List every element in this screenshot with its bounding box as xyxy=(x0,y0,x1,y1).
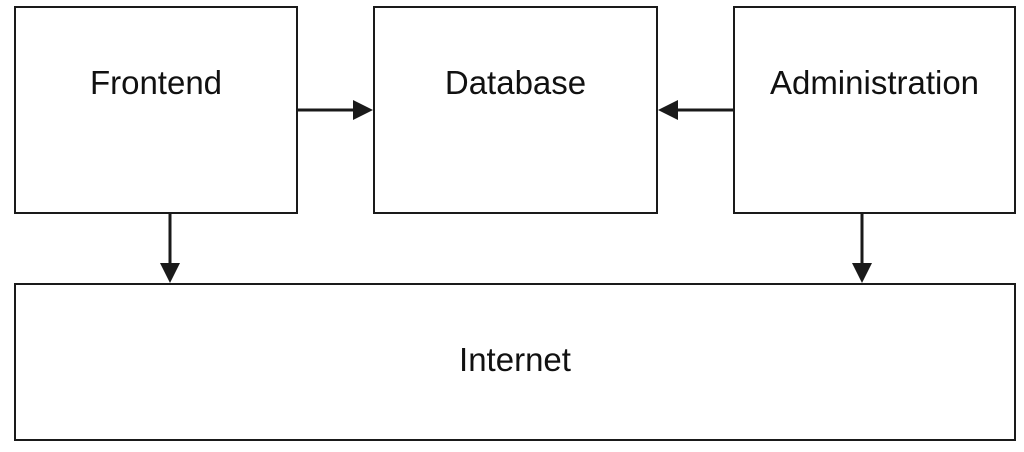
database-box: Database xyxy=(373,6,658,214)
frontend-box: Frontend xyxy=(14,6,298,214)
administration-label: Administration xyxy=(769,64,980,101)
arrow-frontend-to-database xyxy=(298,100,373,120)
internet-box: Internet xyxy=(14,283,1016,441)
database-label: Database xyxy=(444,64,587,101)
administration-box: Administration xyxy=(733,6,1016,214)
arrow-administration-to-database xyxy=(658,100,733,120)
arrow-administration-to-internet xyxy=(852,214,872,283)
internet-label: Internet xyxy=(459,341,571,378)
arrow-frontend-to-internet xyxy=(160,214,180,283)
frontend-label: Frontend xyxy=(89,64,223,101)
